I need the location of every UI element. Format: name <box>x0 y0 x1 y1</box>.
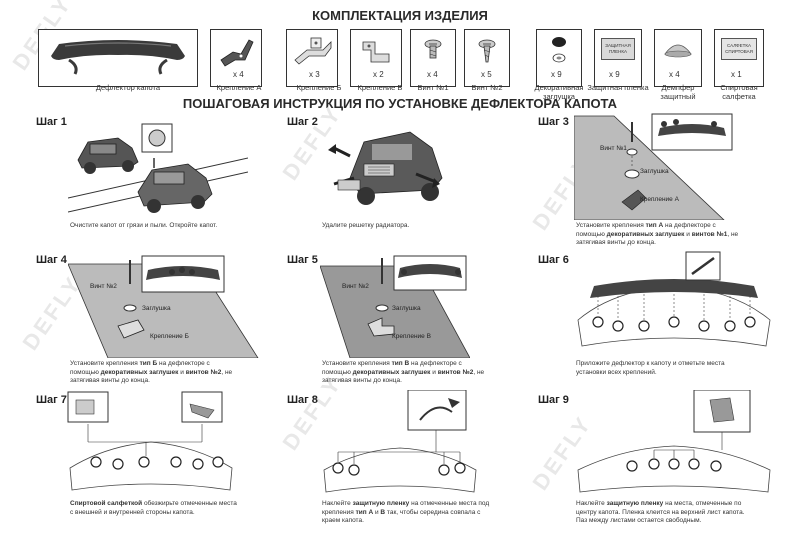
film-icon: ЗАЩИТНАЯ ПЛЕНКА <box>601 38 635 60</box>
step-6-text: Приложите дефлектор к капоту и отметьте … <box>576 360 725 376</box>
step-4-callout-mount: Крепление Б <box>150 333 189 340</box>
step-7-illustration <box>66 390 236 496</box>
kit-qty: x 4 <box>669 70 680 79</box>
step-2-text: Удалите решетку радиатора. <box>322 222 410 229</box>
kit-item-cap: x 9 <box>536 29 582 87</box>
kit-item-mount-a: x 4 <box>210 29 262 87</box>
kit-qty: x 9 <box>609 70 620 79</box>
step-1-text: Очистите капот от грязи и пыли. Откройте… <box>70 222 218 229</box>
step-4-label: Шаг 4 <box>36 254 67 266</box>
kit-qty: x 4 <box>427 70 438 79</box>
step-2-label: Шаг 2 <box>287 116 318 128</box>
kit-item-film: ЗАЩИТНАЯ ПЛЕНКА x 9 <box>594 29 642 87</box>
step-1-label: Шаг 1 <box>36 116 67 128</box>
kit-label: Крепление А <box>216 83 262 92</box>
step-2-illustration <box>320 118 450 216</box>
kit-item-screw-2: x 5 <box>464 29 510 87</box>
screw-2-icon <box>478 39 496 63</box>
step-1-illustration <box>68 116 248 218</box>
step-3-text: Установите крепления тип А на дефлекторе… <box>576 222 739 246</box>
step-5-label: Шаг 5 <box>287 254 318 266</box>
step-6-illustration <box>574 250 774 354</box>
kit-qty: x 5 <box>481 70 492 79</box>
kit-label: Винт №2 <box>471 83 503 92</box>
step-8-label: Шаг 8 <box>287 394 318 406</box>
step-3-callout-cap: Заглушка <box>640 168 669 175</box>
step-5-text: Установите крепления тип В на дефлекторе… <box>322 360 485 384</box>
step-3-illustration <box>574 112 774 220</box>
kit-label: Крепление В <box>357 83 403 92</box>
step-5-callout-mount: Крепление В <box>392 333 431 340</box>
kit-item-screw-1: x 4 <box>410 29 456 87</box>
kit-qty: x 4 <box>233 70 244 79</box>
mount-b-icon <box>294 37 332 65</box>
kit-title: КОМПЛЕКТАЦИЯ ИЗДЕЛИЯ <box>312 8 488 23</box>
kit-item-mount-v: x 2 <box>350 29 402 87</box>
step-7-text: Спиртовой салфеткой обезжирьте отмеченны… <box>70 500 237 516</box>
step-4-callout-cap: Заглушка <box>142 305 171 312</box>
step-8-text: Наклейте защитную пленку на отмеченные м… <box>322 500 490 524</box>
step-4-illustration <box>68 254 268 358</box>
step-3-callout-screw: Винт №1 <box>600 145 627 152</box>
steps-title: ПОШАГОВАЯ ИНСТРУКЦИЯ ПО УСТАНОВКЕ ДЕФЛЕК… <box>182 96 618 111</box>
kit-qty: x 1 <box>731 70 742 79</box>
kit-item-deflector <box>38 29 198 87</box>
step-5-callout-screw: Винт №2 <box>342 283 369 290</box>
screw-1-icon <box>424 39 442 59</box>
mount-v-icon <box>362 41 390 63</box>
step-4-callout-screw: Винт №2 <box>90 283 117 290</box>
kit-qty: x 3 <box>309 70 320 79</box>
step-3-callout-mount: Крепление А <box>640 196 679 203</box>
kit-label: Винт №1 <box>417 83 449 92</box>
step-9-label: Шаг 9 <box>538 394 569 406</box>
damper-icon <box>664 44 692 58</box>
step-5-callout-cap: Заглушка <box>392 305 421 312</box>
step-3-label: Шаг 3 <box>538 116 569 128</box>
step-9-illustration <box>574 390 774 496</box>
step-7-label: Шаг 7 <box>36 394 67 406</box>
kit-item-mount-b: x 3 <box>286 29 338 87</box>
hood-deflector-icon <box>51 40 185 75</box>
step-6-label: Шаг 6 <box>538 254 569 266</box>
kit-label: Спиртовая салфетка <box>720 83 758 101</box>
kit-item-damper: x 4 <box>654 29 702 87</box>
kit-label: Защитная пленка <box>587 83 649 92</box>
decorative-cap-icon <box>552 37 566 63</box>
mount-a-icon <box>220 39 254 67</box>
kit-qty: x 2 <box>373 70 384 79</box>
kit-label: Демпфер защитный <box>660 83 696 101</box>
wipe-icon: САЛФЕТКА СПИРТОВАЯ <box>721 38 757 60</box>
kit-item-wipe: САЛФЕТКА СПИРТОВАЯ x 1 <box>714 29 764 87</box>
kit-label: Дефлектор капота <box>95 83 161 92</box>
step-8-illustration <box>320 390 480 496</box>
step-4-text: Установите крепления тип Б на дефлекторе… <box>70 360 233 384</box>
kit-label: Крепление Б <box>296 83 342 92</box>
kit-qty: x 9 <box>551 70 562 79</box>
step-5-illustration <box>320 254 470 358</box>
step-9-text: Наклейте защитную пленку на места, отмеч… <box>576 500 745 524</box>
kit-label: Декоративная заглушка <box>534 83 584 101</box>
